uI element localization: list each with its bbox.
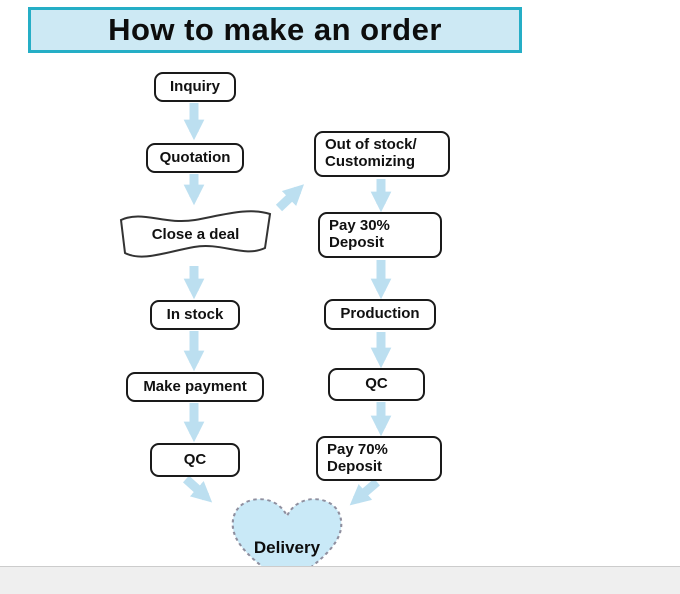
node-pay-70-line1: Pay 70% — [327, 440, 388, 458]
node-delivery-label: Delivery — [253, 538, 321, 557]
node-pay-30-line1: Pay 30% — [329, 217, 390, 235]
node-delivery: Delivery — [228, 496, 346, 588]
node-production: Production — [324, 299, 436, 330]
node-pay-30-line2: Deposit — [329, 234, 385, 251]
node-out-of-stock-line2: Customizing — [325, 153, 415, 170]
node-qc-right-label: QC — [365, 375, 388, 393]
node-in-stock-label: In stock — [166, 305, 224, 323]
node-out-of-stock-line1: Out of stock/ — [325, 136, 417, 154]
node-close-a-deal: Close a deal — [118, 205, 273, 263]
node-qc-left: QC — [150, 443, 240, 477]
node-pay-70-deposit: Pay 70% Deposit — [316, 436, 442, 481]
node-qc-right: QC — [328, 368, 425, 401]
node-qc-left-label: QC — [183, 450, 207, 468]
node-close-a-deal-label: Close a deal — [151, 225, 240, 243]
wave-banner-shape — [119, 210, 272, 258]
node-in-stock: In stock — [150, 300, 240, 330]
node-inquiry-label: Inquiry — [169, 77, 220, 95]
bottom-divider — [0, 566, 680, 594]
node-inquiry: Inquiry — [154, 72, 236, 102]
node-make-payment: Make payment — [126, 372, 264, 402]
node-pay-30-deposit: Pay 30% Deposit — [318, 212, 442, 258]
node-out-of-stock: Out of stock/ Customizing — [314, 131, 450, 177]
node-quotation: Quotation — [146, 143, 244, 173]
node-production-label: Production — [340, 305, 420, 323]
node-quotation-label: Quotation — [159, 148, 231, 166]
node-pay-70-line2: Deposit — [327, 457, 383, 475]
page-title: How to make an order — [28, 7, 522, 53]
node-make-payment-label: Make payment — [143, 377, 247, 395]
heart-shape — [231, 498, 343, 587]
